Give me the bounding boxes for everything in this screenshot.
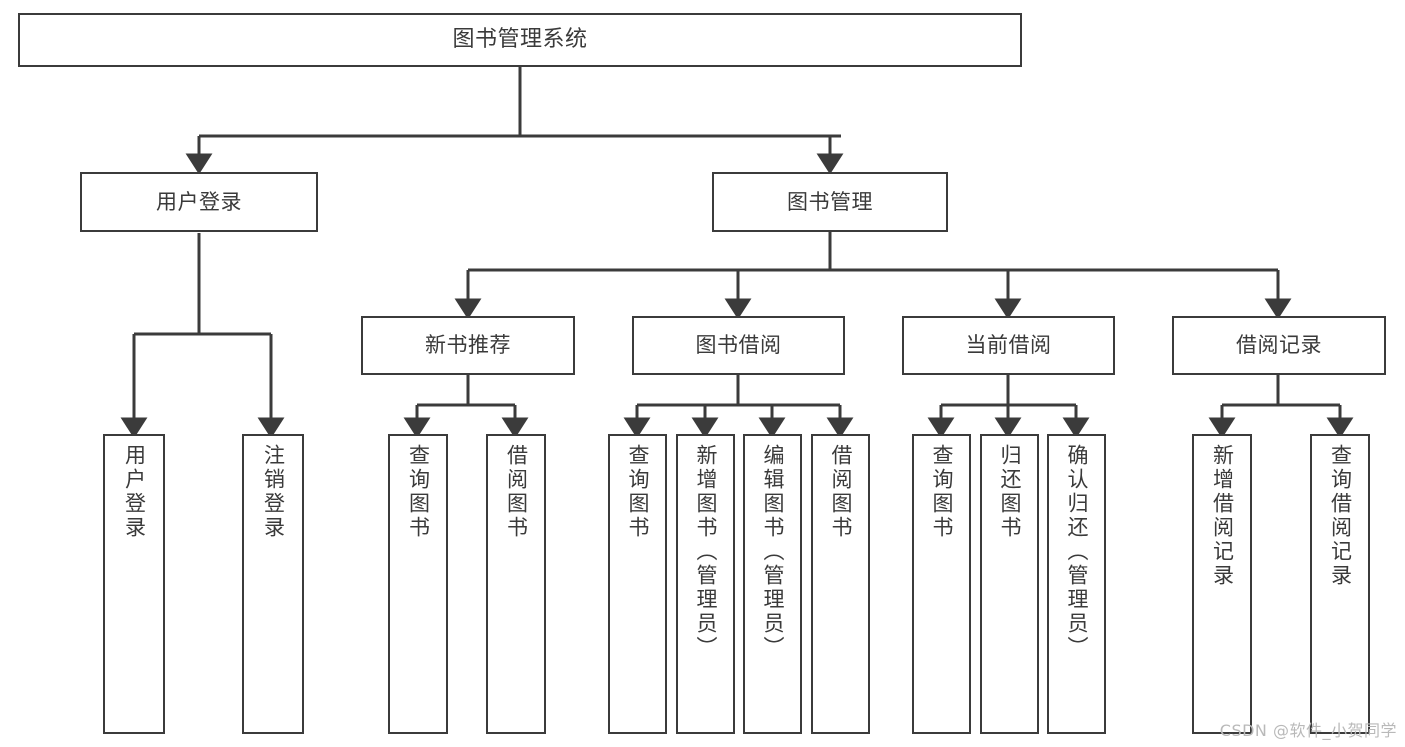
leaf-user-login-signout[interactable]: 注销登录 xyxy=(242,434,304,734)
node-label: 借阅记录 xyxy=(1236,333,1322,358)
node-new-book-recommend[interactable]: 新书推荐 xyxy=(361,316,575,375)
node-root-system[interactable]: 图书管理系统 xyxy=(18,13,1022,67)
node-current-borrow[interactable]: 当前借阅 xyxy=(902,316,1115,375)
node-label: 图书管理系统 xyxy=(452,26,588,52)
leaf-recommend-borrow-book[interactable]: 借阅图书 xyxy=(486,434,546,734)
node-label: 用户登录 xyxy=(156,189,242,214)
node-user-login[interactable]: 用户登录 xyxy=(80,172,318,232)
node-label: 查询借阅记录 xyxy=(1328,444,1353,588)
node-label: 新书推荐 xyxy=(425,333,511,358)
leaf-current-confirm-return-admin[interactable]: 确认归还（管理员） xyxy=(1047,434,1106,734)
node-label: 确认归还（管理员） xyxy=(1065,444,1089,660)
watermark: CSDN @软件_小贺同学 xyxy=(1219,721,1397,740)
node-label: 借阅图书 xyxy=(829,444,853,540)
node-label: 用户登录 xyxy=(122,444,147,540)
node-label: 当前借阅 xyxy=(965,333,1052,358)
node-label: 注销登录 xyxy=(261,444,286,540)
node-label: 归还图书 xyxy=(998,444,1022,540)
leaf-record-add-record[interactable]: 新增借阅记录 xyxy=(1192,434,1252,734)
leaf-current-query-book[interactable]: 查询图书 xyxy=(912,434,971,734)
node-label: 查询图书 xyxy=(930,444,954,540)
node-borrow-record[interactable]: 借阅记录 xyxy=(1172,316,1386,375)
leaf-current-return-book[interactable]: 归还图书 xyxy=(980,434,1039,734)
node-book-borrow[interactable]: 图书借阅 xyxy=(632,316,845,375)
node-label: 查询图书 xyxy=(626,444,650,540)
leaf-user-login-signin[interactable]: 用户登录 xyxy=(103,434,165,734)
leaf-borrow-add-book-admin[interactable]: 新增图书（管理员） xyxy=(676,434,735,734)
node-label: 编辑图书（管理员） xyxy=(761,444,785,660)
node-label: 新增借阅记录 xyxy=(1210,444,1235,588)
node-label: 图书借阅 xyxy=(695,333,782,358)
node-label: 借阅图书 xyxy=(504,444,529,540)
node-label: 查询图书 xyxy=(406,444,431,540)
node-label: 图书管理 xyxy=(787,189,873,214)
leaf-recommend-query-book[interactable]: 查询图书 xyxy=(388,434,448,734)
leaf-borrow-query-book[interactable]: 查询图书 xyxy=(608,434,667,734)
leaf-borrow-edit-book-admin[interactable]: 编辑图书（管理员） xyxy=(743,434,802,734)
node-label: 新增图书（管理员） xyxy=(694,444,718,660)
node-book-management[interactable]: 图书管理 xyxy=(712,172,948,232)
leaf-record-query-record[interactable]: 查询借阅记录 xyxy=(1310,434,1370,734)
leaf-borrow-borrow-book[interactable]: 借阅图书 xyxy=(811,434,870,734)
